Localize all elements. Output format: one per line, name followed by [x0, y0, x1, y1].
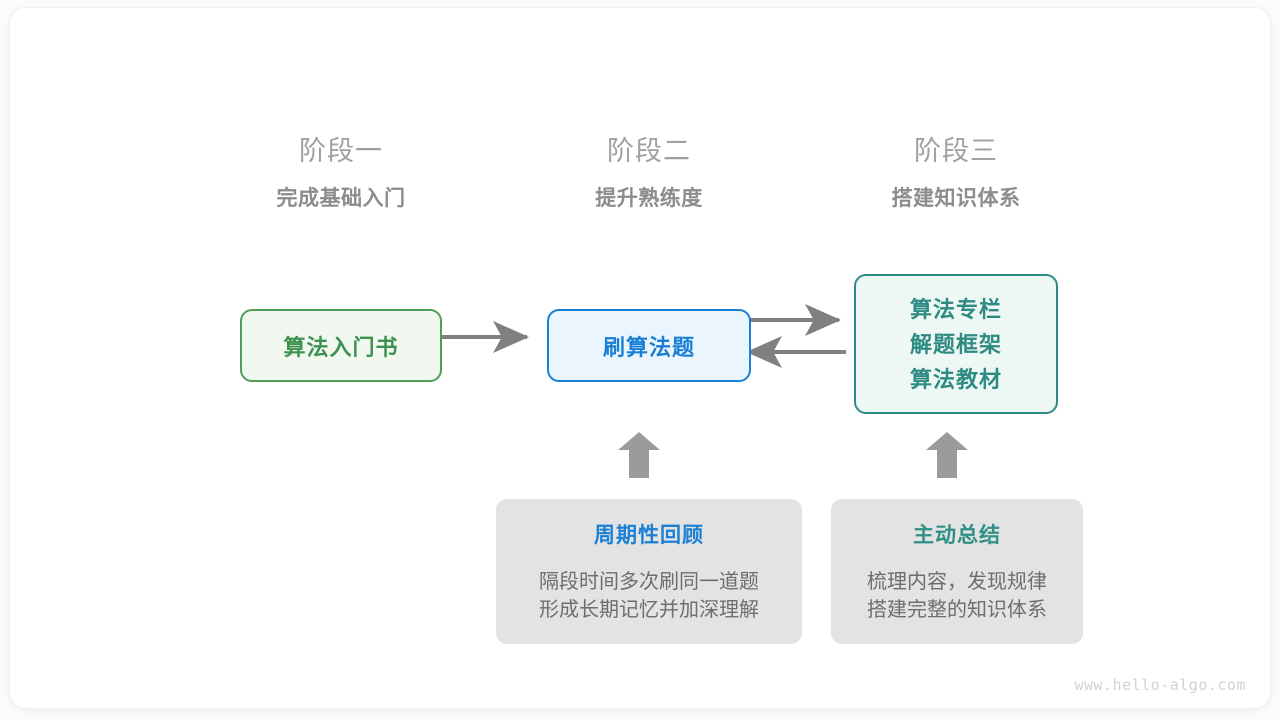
node-knowledge-system: 算法专栏 解题框架 算法教材 [854, 274, 1058, 414]
info-card-active-summary-line-2: 搭建完整的知识体系 [867, 599, 1047, 621]
stage-title-3: 阶段三 [914, 136, 998, 166]
node-intro-book: 算法入门书 [240, 309, 442, 382]
node-practice-problems: 刷算法题 [547, 309, 751, 382]
stage-header-2: 阶段二 提升熟练度 [529, 134, 769, 214]
node-practice-problems-label: 刷算法题 [602, 334, 695, 360]
stage-header-1: 阶段一 完成基础入门 [221, 134, 461, 214]
info-card-active-summary-body: 梳理内容，发现规律 搭建完整的知识体系 [831, 568, 1083, 624]
node-knowledge-system-line-1: 算法专栏 [909, 296, 1002, 322]
node-knowledge-system-line-3: 算法教材 [909, 366, 1002, 392]
info-card-periodic-review-body: 隔段时间多次刷同一道题 形成长期记忆并加深理解 [496, 568, 802, 624]
node-intro-book-label: 算法入门书 [283, 334, 399, 360]
info-card-active-summary-title: 主动总结 [913, 524, 1001, 547]
info-card-active-summary-line-1: 梳理内容，发现规律 [867, 571, 1047, 593]
node-knowledge-system-line-2: 解题框架 [909, 331, 1002, 357]
stage-subtitle-1: 完成基础入门 [276, 187, 406, 210]
stage-subtitle-3: 搭建知识体系 [891, 187, 1021, 210]
stage-header-3: 阶段三 搭建知识体系 [836, 134, 1076, 214]
arrow-summary-to-system [926, 432, 968, 478]
arrow-review-to-practice [618, 432, 660, 478]
stage-title-1: 阶段一 [299, 136, 383, 166]
info-card-periodic-review: 周期性回顾 隔段时间多次刷同一道题 形成长期记忆并加深理解 [496, 499, 802, 644]
stage-title-2: 阶段二 [607, 136, 691, 166]
diagram-canvas: 阶段一 完成基础入门 阶段二 提升熟练度 阶段三 搭建知识体系 算法入门书 刷算… [10, 8, 1270, 708]
watermark-url: www.hello-algo.com [1074, 676, 1246, 694]
info-card-periodic-review-line-1: 隔段时间多次刷同一道题 [539, 571, 759, 593]
info-card-periodic-review-line-2: 形成长期记忆并加深理解 [539, 599, 759, 621]
stage-subtitle-2: 提升熟练度 [595, 187, 703, 210]
info-card-active-summary: 主动总结 梳理内容，发现规律 搭建完整的知识体系 [831, 499, 1083, 644]
info-card-periodic-review-title: 周期性回顾 [594, 524, 704, 547]
